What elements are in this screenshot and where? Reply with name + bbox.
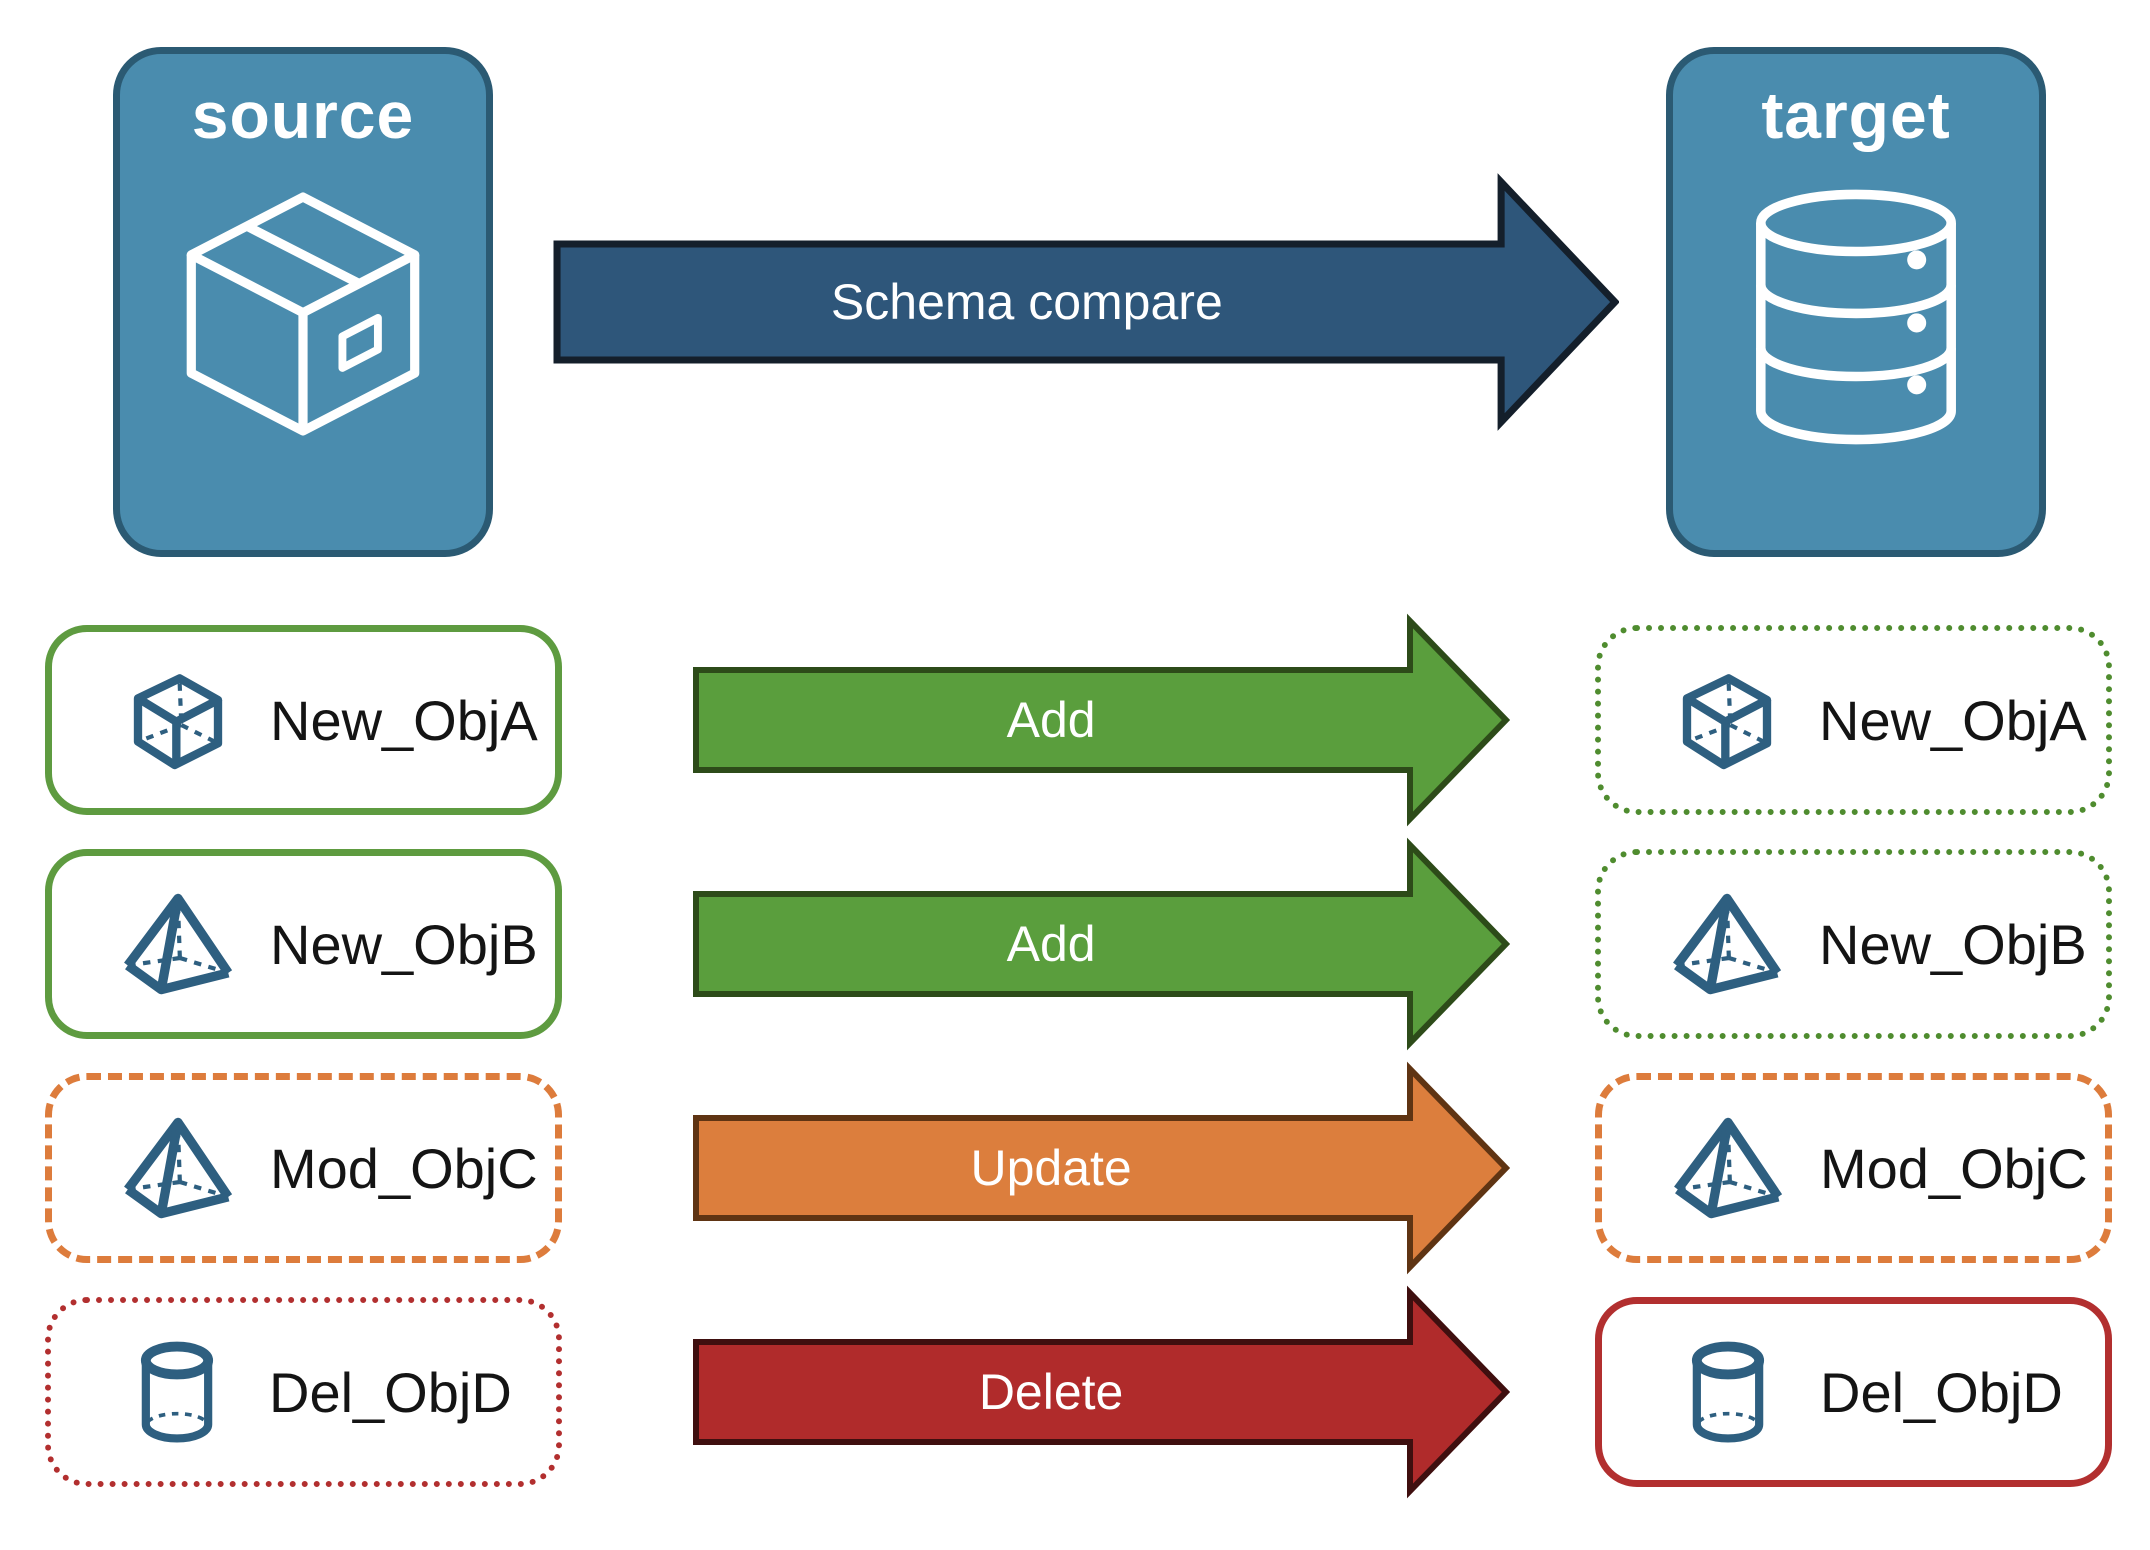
delete-arrow-shape	[693, 1285, 1510, 1499]
source-object-card-del-objd: Del_ObjD	[45, 1297, 562, 1487]
target-object-card-mod-objc: Mod_ObjC	[1595, 1073, 2112, 1263]
source-node-label: source	[191, 78, 415, 152]
cube-icon	[128, 667, 228, 773]
pyramid-icon	[120, 891, 236, 998]
object-label: New_ObjB	[270, 912, 538, 976]
schema-compare-arrow-label: Schema compare	[830, 274, 1223, 330]
source-object-card-mod-objc: Mod_ObjC	[45, 1073, 562, 1263]
object-label: Mod_ObjC	[270, 1136, 538, 1200]
source-object-card-new-objb: New_ObjB	[45, 849, 562, 1039]
object-label: New_ObjA	[1819, 688, 2087, 752]
top-section: source Schema compare target	[113, 47, 2046, 557]
object-label: Del_ObjD	[1820, 1360, 2063, 1424]
row-new-obja: New_ObjA Add New_ObjA	[45, 613, 2112, 827]
target-object-card-new-obja: New_ObjA	[1595, 625, 2112, 815]
delete-arrow: Delete	[692, 1285, 1510, 1499]
row-new-objb: New_ObjB Add New_ObjB	[45, 837, 2112, 1051]
add-arrow-label: Add	[1006, 692, 1096, 748]
pyramid-icon	[1669, 891, 1785, 998]
object-label: New_ObjB	[1819, 912, 2087, 976]
target-object-card-del-objd: Del_ObjD	[1595, 1297, 2112, 1487]
add-arrow-label: Add	[1006, 916, 1096, 972]
schema-compare-arrow-shape	[553, 173, 1619, 431]
row-del-objd: Del_ObjD Delete Del_ObjD	[45, 1285, 2112, 1499]
source-node: source	[113, 47, 493, 557]
row-mod-objc: Mod_ObjC Update Mod_ObjC	[45, 1061, 2112, 1275]
delete-arrow-label: Delete	[978, 1364, 1124, 1420]
database-icon	[1756, 189, 1956, 445]
pyramid-icon	[120, 1115, 236, 1222]
add-arrow-shape	[693, 613, 1510, 827]
comparison-rows: New_ObjA Add New_ObjA New_ObjB	[45, 613, 2112, 1499]
target-node: target	[1666, 47, 2046, 557]
object-label: New_ObjA	[270, 688, 538, 752]
target-object-card-new-objb: New_ObjB	[1595, 849, 2112, 1039]
add-arrow-shape	[693, 837, 1510, 1051]
target-node-label: target	[1761, 78, 1951, 152]
update-arrow-shape	[693, 1061, 1510, 1275]
cube-icon	[1677, 667, 1777, 773]
cylinder-icon	[1687, 1340, 1769, 1445]
add-arrow-objb: Add	[692, 837, 1510, 1051]
object-label: Mod_ObjC	[1820, 1136, 2088, 1200]
pyramid-icon	[1670, 1115, 1786, 1222]
source-object-card-new-obja: New_ObjA	[45, 625, 562, 815]
schema-compare-arrow: Schema compare	[553, 47, 1619, 557]
cylinder-icon	[136, 1340, 218, 1445]
object-label: Del_ObjD	[269, 1360, 512, 1424]
update-arrow-label: Update	[970, 1140, 1132, 1196]
package-icon	[186, 192, 420, 436]
add-arrow-obja: Add	[692, 613, 1510, 827]
update-arrow: Update	[692, 1061, 1510, 1275]
